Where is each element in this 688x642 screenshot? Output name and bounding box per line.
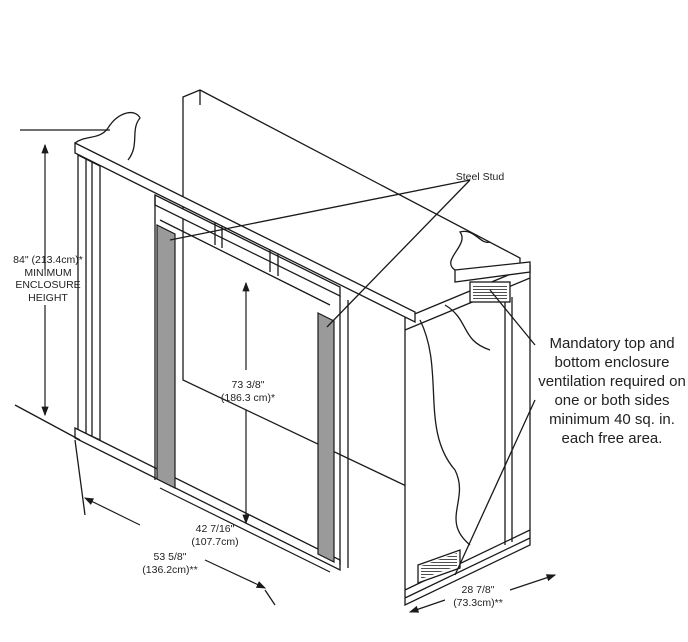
note-line: bottom enclosure: [554, 354, 669, 371]
opening-height-label: 73 3/8" (186.3 cm)*: [221, 379, 275, 404]
ventilation-note: Mandatory top and bottom enclosure venti…: [538, 335, 686, 447]
label-line: HEIGHT: [28, 292, 68, 304]
depth-label: 28 7/8" (73.3cm)**: [453, 584, 503, 609]
overall-width-label: 53 5/8" (136.2cm)**: [142, 551, 197, 576]
label-line: 42 7/16": [196, 523, 235, 535]
label-line: (186.3 cm)*: [221, 392, 275, 404]
label-line: 28 7/8": [462, 584, 495, 596]
vent-leader: [454, 289, 536, 576]
front-wall-framing: [74, 111, 416, 572]
depth-dimension: [408, 574, 557, 613]
label-line: ENCLOSURE: [15, 279, 80, 291]
label-line: 73 3/8": [232, 379, 265, 391]
right-side-wall: [404, 230, 531, 607]
left-steel-stud: [156, 224, 176, 489]
steel-stud-leader: [169, 179, 471, 328]
height-dimension: [14, 129, 110, 441]
label-line: MINIMUM: [24, 267, 71, 279]
note-line: minimum 40 sq. in.: [549, 411, 675, 428]
note-line: one or both sides: [554, 392, 669, 409]
opening-width-label: 42 7/16" (107.7cm): [191, 523, 238, 548]
steel-stud-label: Steel Stud: [456, 171, 505, 183]
note-line: each free area.: [562, 430, 663, 447]
label-line: 53 5/8": [154, 551, 187, 563]
label-line: (107.7cm): [191, 536, 238, 548]
label-line: 84" (213.4cm)*: [13, 254, 83, 266]
right-steel-stud: [317, 312, 335, 563]
label-line: (73.3cm)**: [453, 597, 503, 609]
label-line: (136.2cm)**: [142, 564, 197, 576]
note-line: Mandatory top and: [549, 335, 674, 352]
width-dimensions: [74, 439, 331, 606]
note-line: ventilation required on: [538, 373, 686, 390]
enclosure-height-label: 84" (213.4cm)* MINIMUM ENCLOSURE HEIGHT: [13, 254, 83, 304]
